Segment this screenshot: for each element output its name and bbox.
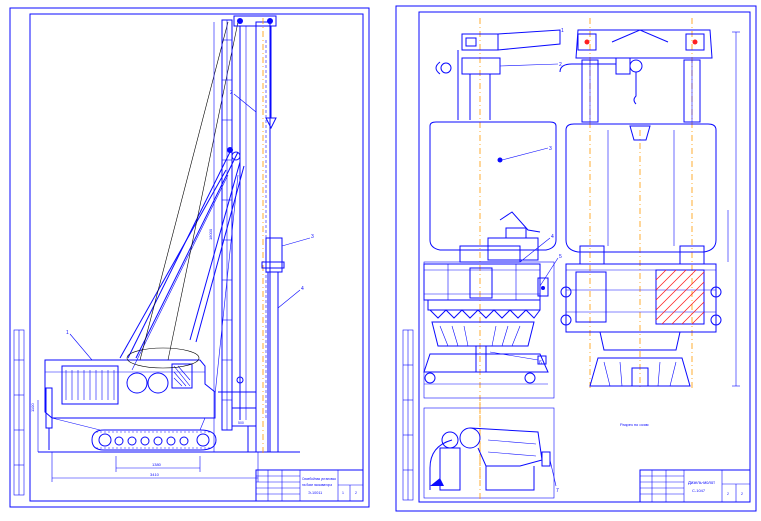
dim-mast-height: 18000	[208, 228, 213, 240]
cab-window	[171, 363, 193, 389]
cylinder-body-front	[429, 121, 557, 251]
section-note: Разрез по осям	[620, 422, 649, 427]
excavator-body	[44, 359, 216, 450]
left-sheet-frame	[29, 13, 364, 502]
left-title-line3: Э-10011	[308, 491, 322, 495]
rcallout-2: 2	[559, 62, 562, 68]
right-sheet-total: 2	[741, 492, 743, 496]
dim-base-width: 1380	[152, 462, 162, 467]
dim-body-height: 1100	[30, 403, 35, 412]
left-title-line2: на базе экскаватора	[302, 483, 332, 487]
rcallout-7: 7	[556, 488, 559, 494]
crawler-track	[91, 429, 217, 451]
right-title-line1: Дизель-молот	[688, 480, 715, 485]
detail-view	[423, 402, 555, 500]
dim-mast-foot: 500	[238, 421, 244, 425]
callout-4: 4	[301, 286, 304, 292]
right-title-line2: С-1047	[692, 488, 706, 493]
right-callouts: 1 2 3 4 5 6 7	[519, 28, 564, 494]
hammer-front-view	[423, 18, 561, 480]
callout-1: 1	[66, 330, 69, 336]
left-callouts: 1 2 3 4	[66, 90, 314, 361]
left-title-block: Сваебойная установка на базе экскаватора…	[255, 469, 364, 502]
boom-assembly	[119, 21, 245, 396]
pile	[267, 271, 279, 453]
right-sheet: 1 2 3 4 5 6 7 Разрез по осям Дизель-мол	[395, 5, 757, 512]
rcallout-5: 5	[559, 254, 562, 260]
right-sheet-number: 2	[727, 492, 729, 496]
left-sheet-total: 2	[355, 491, 357, 495]
winch-drum-2	[147, 372, 169, 394]
mast-head	[233, 15, 277, 27]
winch-drum-1	[126, 372, 148, 394]
engine-cover	[61, 365, 119, 405]
lever-arm	[497, 29, 561, 51]
rcallout-6: 6	[539, 360, 542, 366]
section-hatch	[655, 269, 705, 325]
right-title-block: Дизель-молот С-1047 2 2	[639, 469, 751, 503]
right-sheet-frame	[418, 11, 751, 503]
pile-driver-mast	[218, 15, 285, 455]
left-sheet-outer-border	[9, 7, 370, 508]
left-sheet: 3410 1380 1100 18000 500 1 2 3 4	[9, 7, 370, 508]
dim-track-length: 3410	[150, 472, 160, 477]
hammer-section-view	[559, 18, 740, 390]
hook-block	[265, 117, 277, 130]
left-sheet-number: 1	[342, 491, 344, 495]
callout-3: 3	[311, 234, 314, 240]
rcallout-4: 4	[551, 234, 554, 240]
rcallout-1: 1	[561, 28, 564, 34]
cylinder-body-section	[565, 123, 717, 253]
left-title-line1: Сваебойная установка	[302, 477, 336, 481]
rcallout-3: 3	[549, 146, 552, 152]
hammer	[265, 237, 283, 273]
right-sheet-outer-border	[395, 5, 757, 512]
callout-2: 2	[230, 90, 233, 96]
dimensions: 3410 1380 1100 18000 500	[30, 22, 259, 482]
